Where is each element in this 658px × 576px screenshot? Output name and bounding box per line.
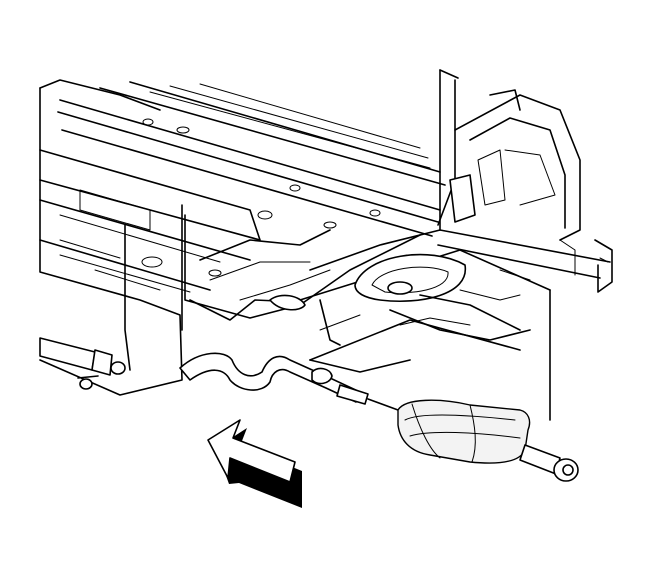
exhaust-system xyxy=(39,337,579,482)
view-direction-arrow-icon xyxy=(207,419,302,508)
vehicle-underbody xyxy=(39,69,613,421)
